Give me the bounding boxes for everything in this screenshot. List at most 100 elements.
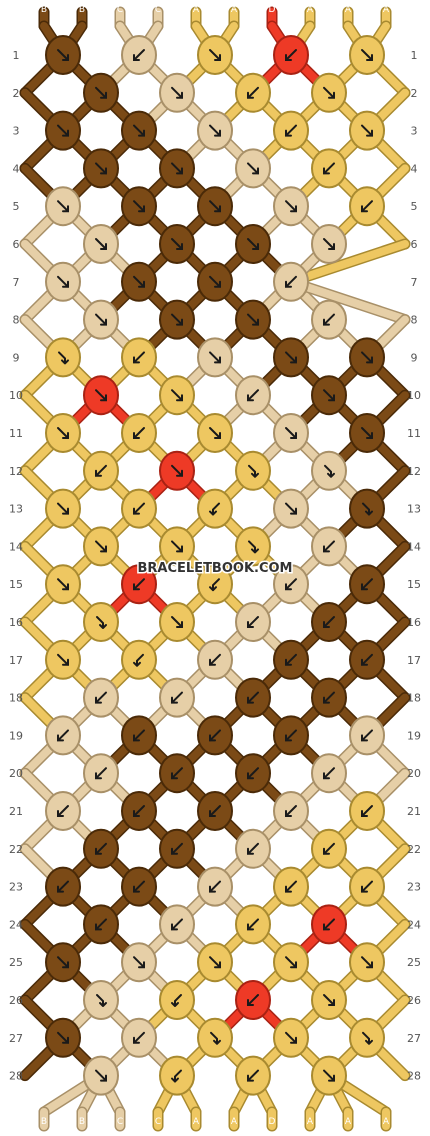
row-number-right: 22 bbox=[407, 843, 421, 856]
strand-label-bottom: A bbox=[231, 1117, 238, 1127]
strand-label-top: A bbox=[345, 5, 352, 15]
knot bbox=[235, 1055, 271, 1096]
knot bbox=[235, 904, 271, 945]
knot bbox=[45, 791, 81, 831]
knot bbox=[159, 1055, 195, 1096]
knot bbox=[121, 564, 157, 605]
arrow-icon bbox=[171, 540, 183, 553]
row-number-left: 5 bbox=[13, 200, 20, 213]
strand-label-top: B bbox=[79, 5, 85, 15]
watermark-text: BRACELETBOOK.COM bbox=[138, 561, 293, 576]
arrow-icon bbox=[95, 313, 107, 326]
row-number-right: 19 bbox=[407, 729, 421, 742]
row-number-left: 23 bbox=[9, 881, 23, 894]
arrow-icon bbox=[210, 1031, 221, 1045]
arrow-icon bbox=[247, 691, 259, 704]
knot bbox=[311, 828, 347, 869]
arrow-icon bbox=[96, 616, 107, 629]
knot bbox=[349, 337, 385, 378]
arrow-icon bbox=[209, 49, 221, 61]
row-number-right: 4 bbox=[411, 162, 418, 175]
knot bbox=[349, 413, 385, 453]
arrow-icon bbox=[171, 389, 183, 402]
knot bbox=[45, 866, 81, 907]
arrow-icon bbox=[57, 124, 69, 137]
knot bbox=[121, 35, 157, 75]
knot bbox=[83, 224, 119, 264]
knot bbox=[121, 261, 157, 302]
knot bbox=[197, 413, 233, 453]
arrow-icon bbox=[285, 200, 297, 213]
knot bbox=[311, 224, 347, 264]
knot bbox=[83, 1055, 119, 1096]
knot bbox=[273, 942, 309, 983]
row-number-left: 19 bbox=[9, 729, 23, 742]
knot bbox=[159, 753, 195, 794]
arrow-icon bbox=[95, 464, 107, 477]
arrow-icon bbox=[285, 427, 297, 439]
knot bbox=[273, 110, 309, 151]
knot bbox=[159, 148, 195, 189]
arrow-icon bbox=[361, 427, 373, 439]
knot bbox=[235, 753, 271, 794]
knot bbox=[121, 110, 157, 151]
arrow-icon bbox=[247, 238, 259, 250]
arrow-icon bbox=[323, 313, 335, 326]
row-number-right: 24 bbox=[407, 918, 421, 931]
knot bbox=[45, 564, 81, 605]
knot bbox=[45, 337, 81, 378]
arrow-icon bbox=[133, 956, 145, 969]
arrow-icon bbox=[57, 1031, 69, 1044]
knot bbox=[197, 1017, 233, 1058]
knot bbox=[83, 828, 119, 869]
arrow-icon bbox=[247, 389, 259, 402]
strand-label-top: A bbox=[307, 5, 314, 15]
knot bbox=[311, 526, 347, 567]
knot bbox=[349, 715, 385, 756]
knot bbox=[349, 564, 385, 605]
knot bbox=[197, 564, 233, 605]
knot bbox=[121, 337, 157, 378]
arrow-icon bbox=[95, 1069, 107, 1082]
knot bbox=[273, 337, 309, 378]
arrow-icon bbox=[323, 918, 335, 931]
knot bbox=[121, 1017, 157, 1058]
arrow-icon bbox=[362, 1031, 373, 1045]
knot bbox=[159, 904, 195, 945]
arrow-icon bbox=[209, 502, 220, 516]
knot bbox=[273, 639, 309, 680]
row-number-left: 9 bbox=[13, 351, 20, 364]
arrow-icon bbox=[323, 994, 335, 1006]
row-number-left: 28 bbox=[9, 1070, 23, 1083]
arrow-icon bbox=[57, 200, 69, 213]
arrow-icon bbox=[324, 464, 335, 478]
arrow-icon bbox=[57, 729, 69, 742]
row-number-right: 7 bbox=[411, 276, 418, 289]
knot bbox=[121, 715, 157, 756]
knot bbox=[349, 791, 385, 831]
arrow-icon bbox=[323, 842, 335, 855]
knot bbox=[349, 186, 385, 227]
arrow-icon bbox=[133, 502, 145, 515]
arrow-icon bbox=[133, 729, 145, 742]
arrow-icon bbox=[171, 918, 183, 931]
arrow-icon bbox=[285, 275, 297, 288]
arrow-icon bbox=[57, 578, 69, 591]
arrow-icon bbox=[133, 351, 145, 364]
arrow-icon bbox=[133, 49, 145, 61]
knot bbox=[45, 186, 81, 227]
arrow-icon bbox=[247, 86, 259, 99]
knot bbox=[83, 148, 119, 189]
knot bbox=[235, 299, 271, 340]
knot bbox=[273, 488, 309, 529]
knot bbox=[197, 261, 233, 302]
arrow-icon bbox=[247, 918, 259, 931]
row-number-left: 21 bbox=[9, 805, 23, 818]
arrow-icon bbox=[133, 427, 145, 439]
arrow-icon bbox=[171, 1069, 182, 1083]
row-number-left: 7 bbox=[13, 276, 20, 289]
knot bbox=[235, 72, 271, 113]
arrow-icon bbox=[171, 691, 183, 704]
